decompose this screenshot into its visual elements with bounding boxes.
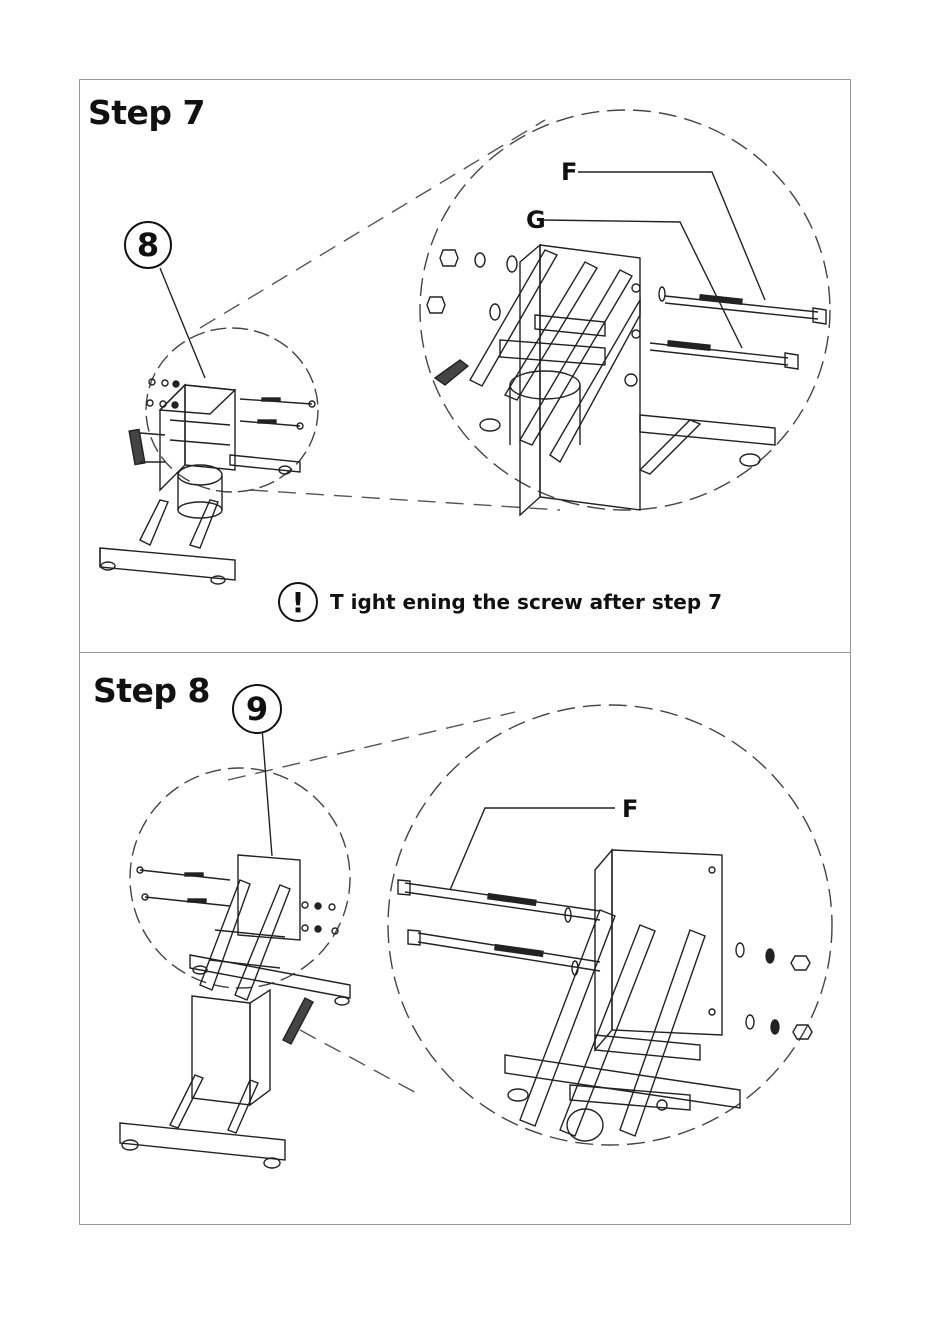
step7-zoom-frame [427, 172, 826, 515]
step8-zoom-frame [398, 808, 812, 1141]
part-label-f-step8: F [622, 795, 638, 823]
part-label-g: G [526, 206, 546, 234]
callout-number-9: 9 [232, 684, 282, 734]
step7-detail-circle-small [146, 328, 318, 492]
step8-detail-circle-small [130, 768, 350, 988]
step7-detail-circle-large [420, 110, 830, 510]
step-7-title: Step 7 [88, 93, 205, 132]
step8-small-frame [120, 855, 350, 1168]
callout-number-8: 8 [124, 221, 172, 269]
part-label-f: F [561, 158, 577, 186]
exclamation-circle-icon: ! [278, 582, 318, 622]
step7-small-frame [100, 379, 315, 584]
step8-detail-circle-large [388, 705, 832, 1145]
step-8-title: Step 8 [93, 671, 210, 710]
tightening-note-text: T ight ening the screw after step 7 [330, 590, 722, 614]
tightening-note: ! T ight ening the screw after step 7 [278, 582, 722, 622]
